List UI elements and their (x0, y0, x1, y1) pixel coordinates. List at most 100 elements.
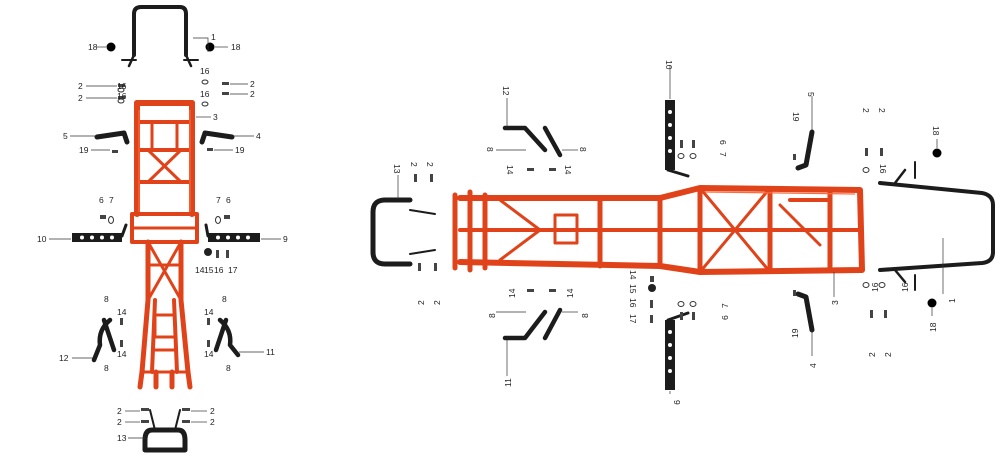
callout-8: 8 (226, 363, 231, 373)
cap-18-bottom (927, 298, 937, 308)
callout-2: 2 (210, 417, 215, 427)
callout-2: 2 (861, 108, 871, 113)
callout-2: 2 (210, 406, 215, 416)
cap-18-left (106, 42, 116, 52)
callout-18: 18 (931, 126, 941, 136)
callout-2: 2 (78, 93, 83, 103)
bracket-bottom-4 (795, 291, 815, 333)
callout-8: 8 (104, 363, 109, 373)
front-bumper-13 (142, 409, 188, 453)
callout-1: 1 (947, 298, 957, 303)
footpeg-left-12 (91, 317, 117, 363)
callout-10: 10 (37, 234, 47, 244)
callout-16: 16 (900, 282, 910, 292)
callout-12: 12 (501, 86, 511, 96)
cap-18-right (205, 42, 215, 52)
callout-14: 14 (505, 165, 515, 175)
left-view-hardware (100, 42, 230, 423)
callout-6: 6 (718, 140, 728, 145)
callout-1: 1 (211, 32, 216, 42)
callout-2: 2 (425, 162, 435, 167)
callout-10: 10 (664, 60, 674, 70)
callout-15: 15 (204, 265, 214, 275)
callout-11: 11 (266, 347, 275, 357)
right-bracket-4 (199, 130, 235, 145)
main-frame-horizontal-part (452, 185, 865, 275)
callout-8: 8 (104, 294, 109, 304)
callout-16: 16 (878, 164, 888, 174)
callout-8: 8 (485, 147, 495, 152)
callout-7: 7 (720, 303, 730, 308)
callout-2: 2 (117, 417, 122, 427)
callout-4: 4 (256, 131, 261, 141)
callout-17: 17 (628, 314, 638, 324)
callout-11: 11 (503, 378, 513, 387)
front-bumper-horizontal-13 (370, 197, 413, 267)
callout-17: 17 (228, 265, 238, 275)
rear-rack-horizontal-part (878, 161, 995, 291)
left-view-callouts: 18 18 1 2 2 16 16 16 16 2 2 3 5 4 19 19 … (37, 32, 288, 443)
footrest-left-10 (72, 223, 128, 242)
right-exploded-view: 10 12 13 2 2 2 2 8 8 14 14 14 14 8 8 11 … (370, 60, 995, 405)
callout-2: 2 (117, 406, 122, 416)
callout-14: 14 (563, 165, 573, 175)
footpeg-top-12 (502, 125, 563, 158)
callout-7: 7 (109, 195, 114, 205)
callout-6: 6 (99, 195, 104, 205)
callout-2: 2 (250, 89, 255, 99)
callout-12: 12 (59, 353, 69, 363)
callout-2: 2 (883, 352, 893, 357)
main-frame-part (130, 100, 199, 390)
callout-19: 19 (79, 145, 89, 155)
callout-8: 8 (578, 147, 588, 152)
right-view-callouts: 10 12 13 2 2 2 2 8 8 14 14 14 14 8 8 11 … (392, 60, 957, 405)
callout-18: 18 (231, 42, 241, 52)
callout-16: 16 (628, 298, 638, 308)
footrest-bottom-9 (665, 311, 690, 390)
right-view-hardware (414, 140, 942, 323)
callout-19: 19 (235, 145, 245, 155)
callout-13: 13 (392, 164, 402, 174)
callout-14: 14 (195, 265, 205, 275)
callout-16: 16 (200, 66, 210, 76)
callout-14: 14 (565, 288, 575, 298)
callout-19: 19 (791, 112, 801, 122)
callout-2: 2 (432, 300, 442, 305)
callout-14: 14 (204, 349, 214, 359)
right-view-leaders (397, 65, 944, 394)
callout-14: 14 (628, 270, 638, 280)
callout-13: 13 (117, 433, 127, 443)
callout-16: 16 (870, 282, 880, 292)
rear-rack-part (121, 5, 199, 68)
callout-14: 14 (117, 307, 127, 317)
callout-2: 2 (78, 81, 83, 91)
callout-9: 9 (283, 234, 288, 244)
callout-16: 16 (214, 265, 224, 275)
callout-19: 19 (790, 328, 800, 338)
callout-2: 2 (867, 352, 877, 357)
callout-2: 2 (877, 108, 887, 113)
callout-14: 14 (117, 349, 127, 359)
cap-18-top (932, 148, 942, 158)
callout-15: 15 (628, 284, 638, 294)
callout-2: 2 (409, 162, 419, 167)
left-view-leaders (49, 37, 281, 439)
callout-8: 8 (580, 313, 590, 318)
callout-16: 16 (117, 91, 127, 101)
callout-4: 4 (808, 363, 818, 368)
callout-6: 6 (226, 195, 231, 205)
left-bracket-5 (94, 130, 130, 145)
callout-8: 8 (222, 294, 227, 304)
callout-9: 9 (672, 400, 682, 405)
callout-6: 6 (720, 315, 730, 320)
callout-16: 16 (200, 89, 210, 99)
bracket-top-5 (795, 129, 815, 171)
callout-3: 3 (213, 112, 218, 122)
footpeg-right-11 (213, 317, 241, 358)
callout-7: 7 (718, 152, 728, 157)
callout-5: 5 (806, 92, 816, 97)
footrest-right-9 (204, 223, 260, 242)
callout-5: 5 (63, 131, 68, 141)
callout-16: 16 (117, 81, 127, 91)
